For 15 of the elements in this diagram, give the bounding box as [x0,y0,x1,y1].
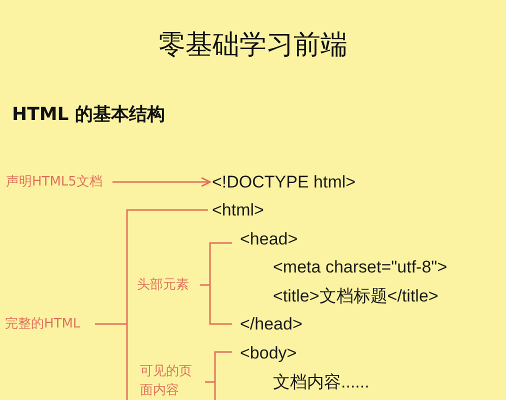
annotation-text: 声明HTML5文档 [6,176,102,188]
annotation-text: 头部元素 [137,278,189,292]
code-line: <title>文档标题</title> [273,288,438,304]
code-line: <!DOCTYPE html> [212,174,356,190]
arrow [112,177,211,187]
annotation-text: 可见的页面内容 [140,363,193,400]
code-line: </head> [240,316,302,332]
title: 零基础学习前端 [158,32,348,58]
code-line: <meta charset="utf-8"> [273,258,448,276]
code-line: <head> [240,230,298,248]
code-line: <body> [240,344,297,362]
code-line: <html> [212,202,264,218]
code-line: 文档内容...... [273,374,370,390]
annotation-text: 完整的HTML [5,318,80,330]
subtitle: HTML 的基本结构 [12,106,165,124]
